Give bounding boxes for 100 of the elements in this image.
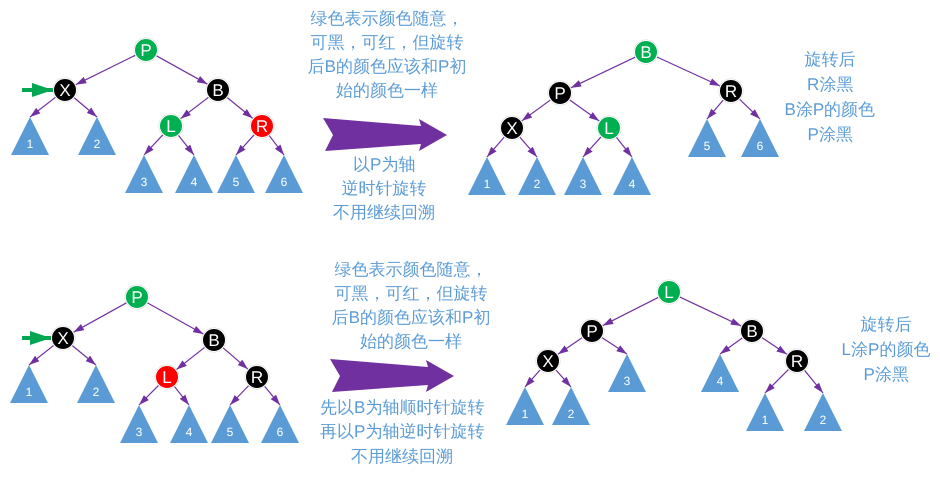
tree-node-circle: L bbox=[155, 365, 179, 389]
tree-node-circle: X bbox=[500, 116, 524, 140]
arrow bbox=[30, 96, 56, 118]
arrow bbox=[706, 100, 724, 120]
pointer-arrow bbox=[22, 83, 53, 97]
annotation-text: P涂黑 bbox=[864, 364, 909, 386]
tree-node-circle: P bbox=[134, 38, 158, 62]
tree-node-circle: P bbox=[125, 285, 149, 309]
tree-node-circle: P bbox=[548, 81, 572, 105]
arrow bbox=[602, 337, 628, 354]
arrow bbox=[739, 98, 760, 120]
arrow bbox=[602, 296, 659, 326]
subtree-triangle: 6 bbox=[261, 405, 299, 443]
tree-node-circle: L bbox=[159, 114, 183, 138]
arrow bbox=[680, 296, 742, 326]
arrow bbox=[222, 347, 248, 370]
arrow bbox=[264, 386, 280, 406]
annotation-text: 旋转后 bbox=[804, 49, 856, 71]
tree-node-circle: B bbox=[634, 40, 658, 64]
subtree-triangle: 3 bbox=[125, 155, 163, 193]
annotation-text: 再以P为轴逆时针旋转 bbox=[320, 421, 484, 443]
annotation-text: 以P为轴 bbox=[353, 154, 416, 176]
arrow bbox=[556, 370, 572, 388]
tree-node-circle: L bbox=[597, 116, 621, 140]
tree-node-circle: R bbox=[785, 349, 809, 373]
subtree-triangle: 2 bbox=[552, 387, 590, 425]
tree-node-circle: R bbox=[245, 365, 269, 389]
annotation-text: 不用继续回溯 bbox=[333, 202, 435, 224]
arrow bbox=[226, 97, 254, 119]
pointer-arrow bbox=[22, 331, 51, 345]
subtree-triangle: 6 bbox=[265, 155, 303, 193]
annotation-text: P涂黑 bbox=[808, 124, 853, 146]
subtree-triangle: 4 bbox=[613, 157, 651, 195]
subtree-triangle: 3 bbox=[564, 157, 602, 195]
subtree-triangle: 5 bbox=[211, 405, 249, 443]
annotation-text: 不用继续回溯 bbox=[351, 446, 453, 468]
arrow bbox=[804, 370, 824, 394]
subtree-triangle: 1 bbox=[10, 365, 48, 403]
arrow bbox=[486, 136, 505, 158]
annotation-text: 绿色表示颜色随意，可黑，可红，但旋转后B的颜色应该和P初始的颜色一样 bbox=[306, 8, 468, 102]
annotation-text: L涂P的颜色 bbox=[842, 339, 930, 361]
arrow bbox=[558, 337, 582, 355]
subtree-triangle: 1 bbox=[506, 387, 544, 425]
arrow bbox=[570, 56, 636, 88]
tree-node-circle: X bbox=[53, 78, 77, 102]
subtree-triangle: 2 bbox=[804, 393, 842, 431]
annotation-text: 绿色表示颜色随意，可黑，可红，但旋转后B的颜色应该和P初始的颜色一样 bbox=[330, 259, 492, 353]
arrow bbox=[72, 345, 96, 366]
tree-node-circle: B bbox=[202, 328, 226, 352]
arrow bbox=[616, 137, 632, 158]
arrow bbox=[178, 135, 194, 156]
subtree-triangle: 4 bbox=[175, 155, 213, 193]
arrow bbox=[762, 337, 788, 355]
subtree-triangle: 2 bbox=[78, 117, 116, 155]
arrow bbox=[28, 345, 54, 366]
annotation-text: B涂P的颜色 bbox=[784, 99, 876, 121]
arrow bbox=[519, 136, 538, 158]
tree-node-circle: P bbox=[580, 319, 604, 343]
annotation-text: 先以B为轴顺时针旋转 bbox=[320, 397, 484, 419]
annotation-text: 旋转后 bbox=[860, 314, 912, 336]
arrow bbox=[720, 338, 743, 354]
subtree-triangle: 1 bbox=[11, 117, 49, 155]
subtree-triangle: 4 bbox=[170, 405, 208, 443]
tree-node-circle: X bbox=[51, 326, 75, 350]
subtree-triangle: 6 bbox=[741, 119, 779, 157]
arrow bbox=[74, 97, 98, 118]
arrow bbox=[521, 100, 551, 122]
subtree-triangle: 4 bbox=[701, 354, 739, 392]
tree-node-circle: B bbox=[206, 78, 230, 102]
tree-node-circle: X bbox=[536, 349, 560, 373]
subtree-triangle: 3 bbox=[608, 354, 646, 392]
annotation-text: R涂黑 bbox=[807, 74, 854, 96]
arrow bbox=[236, 134, 254, 156]
arrow bbox=[268, 135, 284, 156]
subtree-triangle: 3 bbox=[120, 405, 158, 443]
arrow bbox=[569, 99, 600, 122]
arrow bbox=[144, 134, 164, 156]
arrow bbox=[656, 56, 720, 87]
tree-node-circle: R bbox=[250, 114, 274, 138]
arrow bbox=[147, 302, 204, 335]
arrow bbox=[524, 370, 540, 388]
arrow bbox=[174, 386, 190, 406]
arrow bbox=[230, 385, 250, 406]
arrow bbox=[180, 96, 209, 120]
subtree-triangle: 5 bbox=[217, 155, 255, 193]
arrow bbox=[176, 346, 205, 370]
subtree-triangle: 1 bbox=[468, 157, 506, 195]
arrow bbox=[156, 55, 208, 85]
arrow bbox=[73, 302, 127, 333]
arrow bbox=[138, 385, 159, 406]
subtree-triangle: 2 bbox=[77, 365, 115, 403]
annotation-text: 逆时针旋转 bbox=[342, 178, 426, 200]
tree-node-circle: B bbox=[740, 319, 764, 343]
subtree-triangle: 1 bbox=[746, 393, 784, 431]
tree-node-circle: R bbox=[719, 79, 743, 103]
arrow bbox=[76, 54, 136, 86]
subtree-triangle: 5 bbox=[688, 119, 726, 157]
arrow bbox=[764, 369, 789, 394]
subtree-triangle: 2 bbox=[518, 157, 556, 195]
arrow bbox=[582, 136, 602, 158]
